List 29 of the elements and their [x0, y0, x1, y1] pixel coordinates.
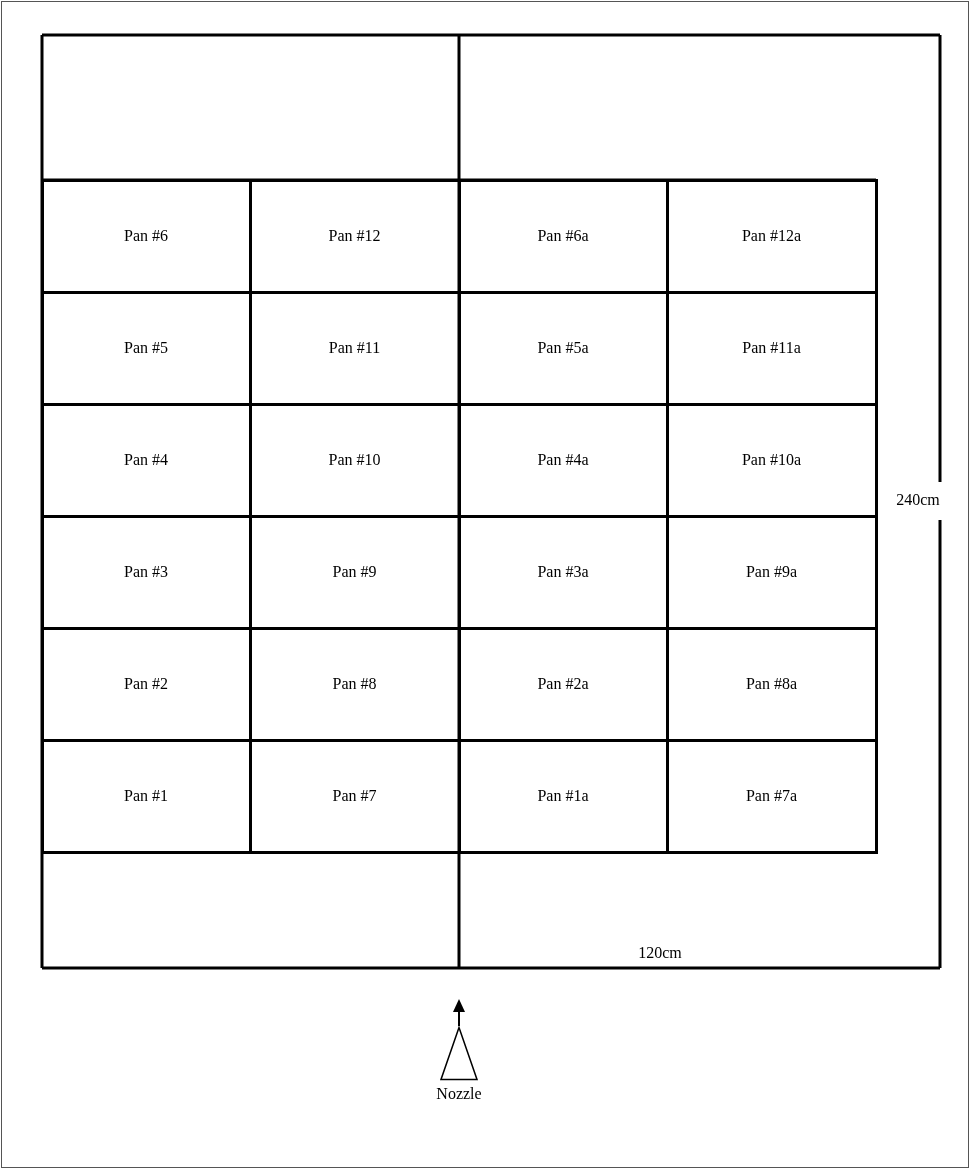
pan-label: Pan #11a: [742, 339, 801, 357]
pan-label: Pan #1a: [537, 787, 589, 805]
pan-label: Pan #10: [328, 451, 381, 469]
pan-label: Pan #9a: [745, 563, 798, 581]
pan-label: Pan #12: [328, 227, 381, 245]
pan-label: Pan #8a: [745, 675, 798, 693]
pan-label: Pan #3a: [537, 563, 589, 581]
pan-label: Pan #6: [124, 227, 168, 245]
pan-label: Pan #6a: [537, 227, 589, 245]
pan-label: Pan #11: [328, 339, 381, 357]
pan-label: Pan #5a: [537, 339, 589, 357]
pan-cell: [40, 178, 252, 294]
pan-label: Pan #10a: [741, 451, 802, 469]
pan-label: Pan #2: [124, 675, 168, 693]
pan-label: Pan #2a: [537, 675, 589, 693]
pan-label: Pan #5: [124, 339, 168, 357]
dimension-label: 240cm: [896, 491, 940, 509]
pan-label: Pan #12a: [741, 227, 802, 245]
pan-label: Pan #1: [124, 787, 168, 805]
pan-label: Pan #3: [124, 563, 168, 581]
pan-label: Pan #4a: [537, 451, 589, 469]
nozzle-label: Nozzle: [436, 1085, 482, 1103]
pan-label: Pan #7a: [745, 787, 798, 805]
pan-label: Pan #9: [332, 563, 377, 581]
pan-label: Pan #7: [332, 787, 377, 805]
pan-label: Pan #4: [124, 451, 168, 469]
pan-label: Pan #8: [332, 675, 377, 693]
dimension-label: 120cm: [638, 944, 682, 962]
nozzle-icon: [440, 1026, 478, 1081]
